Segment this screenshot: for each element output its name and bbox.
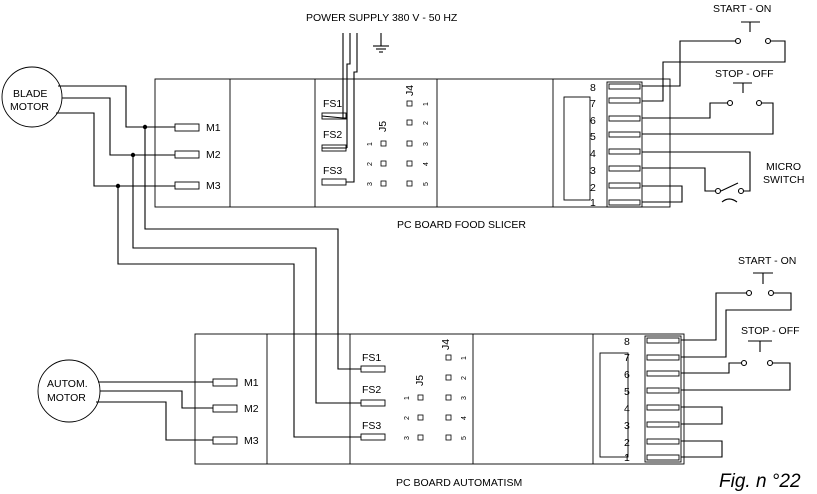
blade-motor-wires xyxy=(56,85,175,189)
b1-start-on-switch: START - ON xyxy=(642,3,786,102)
autom-motor: AUTOM. MOTOR xyxy=(37,359,101,423)
svg-text:2: 2 xyxy=(404,416,411,420)
b2-fs2-label: FS2 xyxy=(362,384,381,396)
svg-text:6: 6 xyxy=(590,115,596,127)
svg-text:2: 2 xyxy=(624,437,630,449)
svg-text:2: 2 xyxy=(423,121,430,125)
svg-text:1: 1 xyxy=(423,102,430,106)
svg-text:BLADE: BLADE xyxy=(13,88,47,100)
b1-j4-label: J4 xyxy=(404,85,416,96)
b2-j5-pins: 1 2 3 xyxy=(404,394,424,441)
board1-title: PC BOARD FOOD SLICER xyxy=(397,219,526,231)
svg-text:4: 4 xyxy=(590,148,596,160)
svg-text:MOTOR: MOTOR xyxy=(10,101,49,113)
svg-text:2: 2 xyxy=(590,182,596,194)
svg-text:4: 4 xyxy=(461,416,468,420)
svg-text:7: 7 xyxy=(624,352,630,364)
b2-m3-label: M3 xyxy=(244,435,259,447)
svg-text:8: 8 xyxy=(624,336,630,348)
b1-fs3-label: FS3 xyxy=(323,165,342,177)
b2-connector-pins: 8 7 6 5 4 3 2 1 xyxy=(624,336,680,464)
svg-text:3: 3 xyxy=(423,142,430,146)
svg-text:5: 5 xyxy=(590,131,596,143)
power-supply-wires xyxy=(321,33,358,183)
b2-m1-label: M1 xyxy=(244,377,259,389)
pc-board-food-slicer: M1 M2 M3 FS1 FS2 FS3 J4 J5 1 2 3 4 5 1 2… xyxy=(154,78,671,231)
svg-text:1: 1 xyxy=(461,356,468,360)
b2-fs3-label: FS3 xyxy=(362,420,381,432)
autom-motor-wires xyxy=(96,381,213,441)
figure-label: Fig. n °22 xyxy=(719,471,801,492)
b1-stop-off-switch: STOP - OFF xyxy=(642,68,774,135)
b1-j5-label: J5 xyxy=(377,121,389,132)
b1-m1-label: M1 xyxy=(206,122,221,134)
svg-text:MICRO: MICRO xyxy=(766,161,801,173)
svg-text:3: 3 xyxy=(590,165,596,177)
b1-connector-pins: 8 7 6 5 4 3 2 1 xyxy=(590,82,641,209)
ground-icon xyxy=(373,33,389,53)
b2-jumpers xyxy=(681,406,723,458)
svg-text:3: 3 xyxy=(404,436,411,440)
svg-text:1: 1 xyxy=(590,197,596,209)
board2-title: PC BOARD AUTOMATISM xyxy=(396,477,522,489)
svg-text:1: 1 xyxy=(404,396,411,400)
svg-text:4: 4 xyxy=(624,403,630,415)
pc-board-automatism: M1 M2 M3 FS1 FS2 FS3 J4 J5 1 2 3 4 5 1 2… xyxy=(194,333,685,489)
b1-micro-switch: MICRO SWITCH xyxy=(642,151,804,203)
b2-j5-label: J5 xyxy=(414,375,426,386)
svg-text:5: 5 xyxy=(624,386,630,398)
b1-j4-pins: 1 2 3 4 5 xyxy=(406,100,430,187)
b1-fs1-label: FS1 xyxy=(323,98,342,110)
b1-m3-label: M3 xyxy=(206,180,221,192)
svg-text:START - ON: START - ON xyxy=(738,255,796,267)
svg-text:8: 8 xyxy=(590,82,596,94)
svg-text:5: 5 xyxy=(461,436,468,440)
b2-j4-pins: 1 2 3 4 5 xyxy=(445,354,468,441)
fs-link-wires xyxy=(117,127,361,438)
svg-text:START - ON: START - ON xyxy=(713,3,771,15)
svg-text:1: 1 xyxy=(624,452,630,464)
board1-outline xyxy=(154,78,671,208)
b2-j4-label: J4 xyxy=(440,339,452,350)
svg-text:3: 3 xyxy=(624,420,630,432)
svg-text:AUTOM.: AUTOM. xyxy=(47,378,88,390)
svg-text:STOP - OFF: STOP - OFF xyxy=(715,68,774,80)
svg-text:7: 7 xyxy=(590,98,596,110)
svg-text:3: 3 xyxy=(461,396,468,400)
svg-text:STOP - OFF: STOP - OFF xyxy=(741,325,800,337)
svg-text:4: 4 xyxy=(423,162,430,166)
svg-text:5: 5 xyxy=(423,182,430,186)
blade-motor: BLADE MOTOR xyxy=(1,66,63,128)
b1-m2-label: M2 xyxy=(206,149,221,161)
svg-text:3: 3 xyxy=(367,182,374,186)
power-supply-label: POWER SUPPLY 380 V - 50 HZ xyxy=(306,12,458,24)
svg-text:6: 6 xyxy=(624,369,630,381)
svg-text:MOTOR: MOTOR xyxy=(47,392,86,404)
svg-text:SWITCH: SWITCH xyxy=(763,174,804,186)
board2-outline xyxy=(194,333,685,465)
svg-text:2: 2 xyxy=(367,162,374,166)
b1-fs2-label: FS2 xyxy=(323,129,342,141)
svg-text:1: 1 xyxy=(367,142,374,146)
b2-fs1-label: FS1 xyxy=(362,352,381,364)
b2-stop-off-switch: STOP - OFF xyxy=(681,325,800,391)
b2-start-on-switch: START - ON xyxy=(681,255,796,358)
b1-j5-pins: 1 2 3 xyxy=(367,140,387,187)
b2-m2-label: M2 xyxy=(244,403,259,415)
svg-text:2: 2 xyxy=(461,376,468,380)
